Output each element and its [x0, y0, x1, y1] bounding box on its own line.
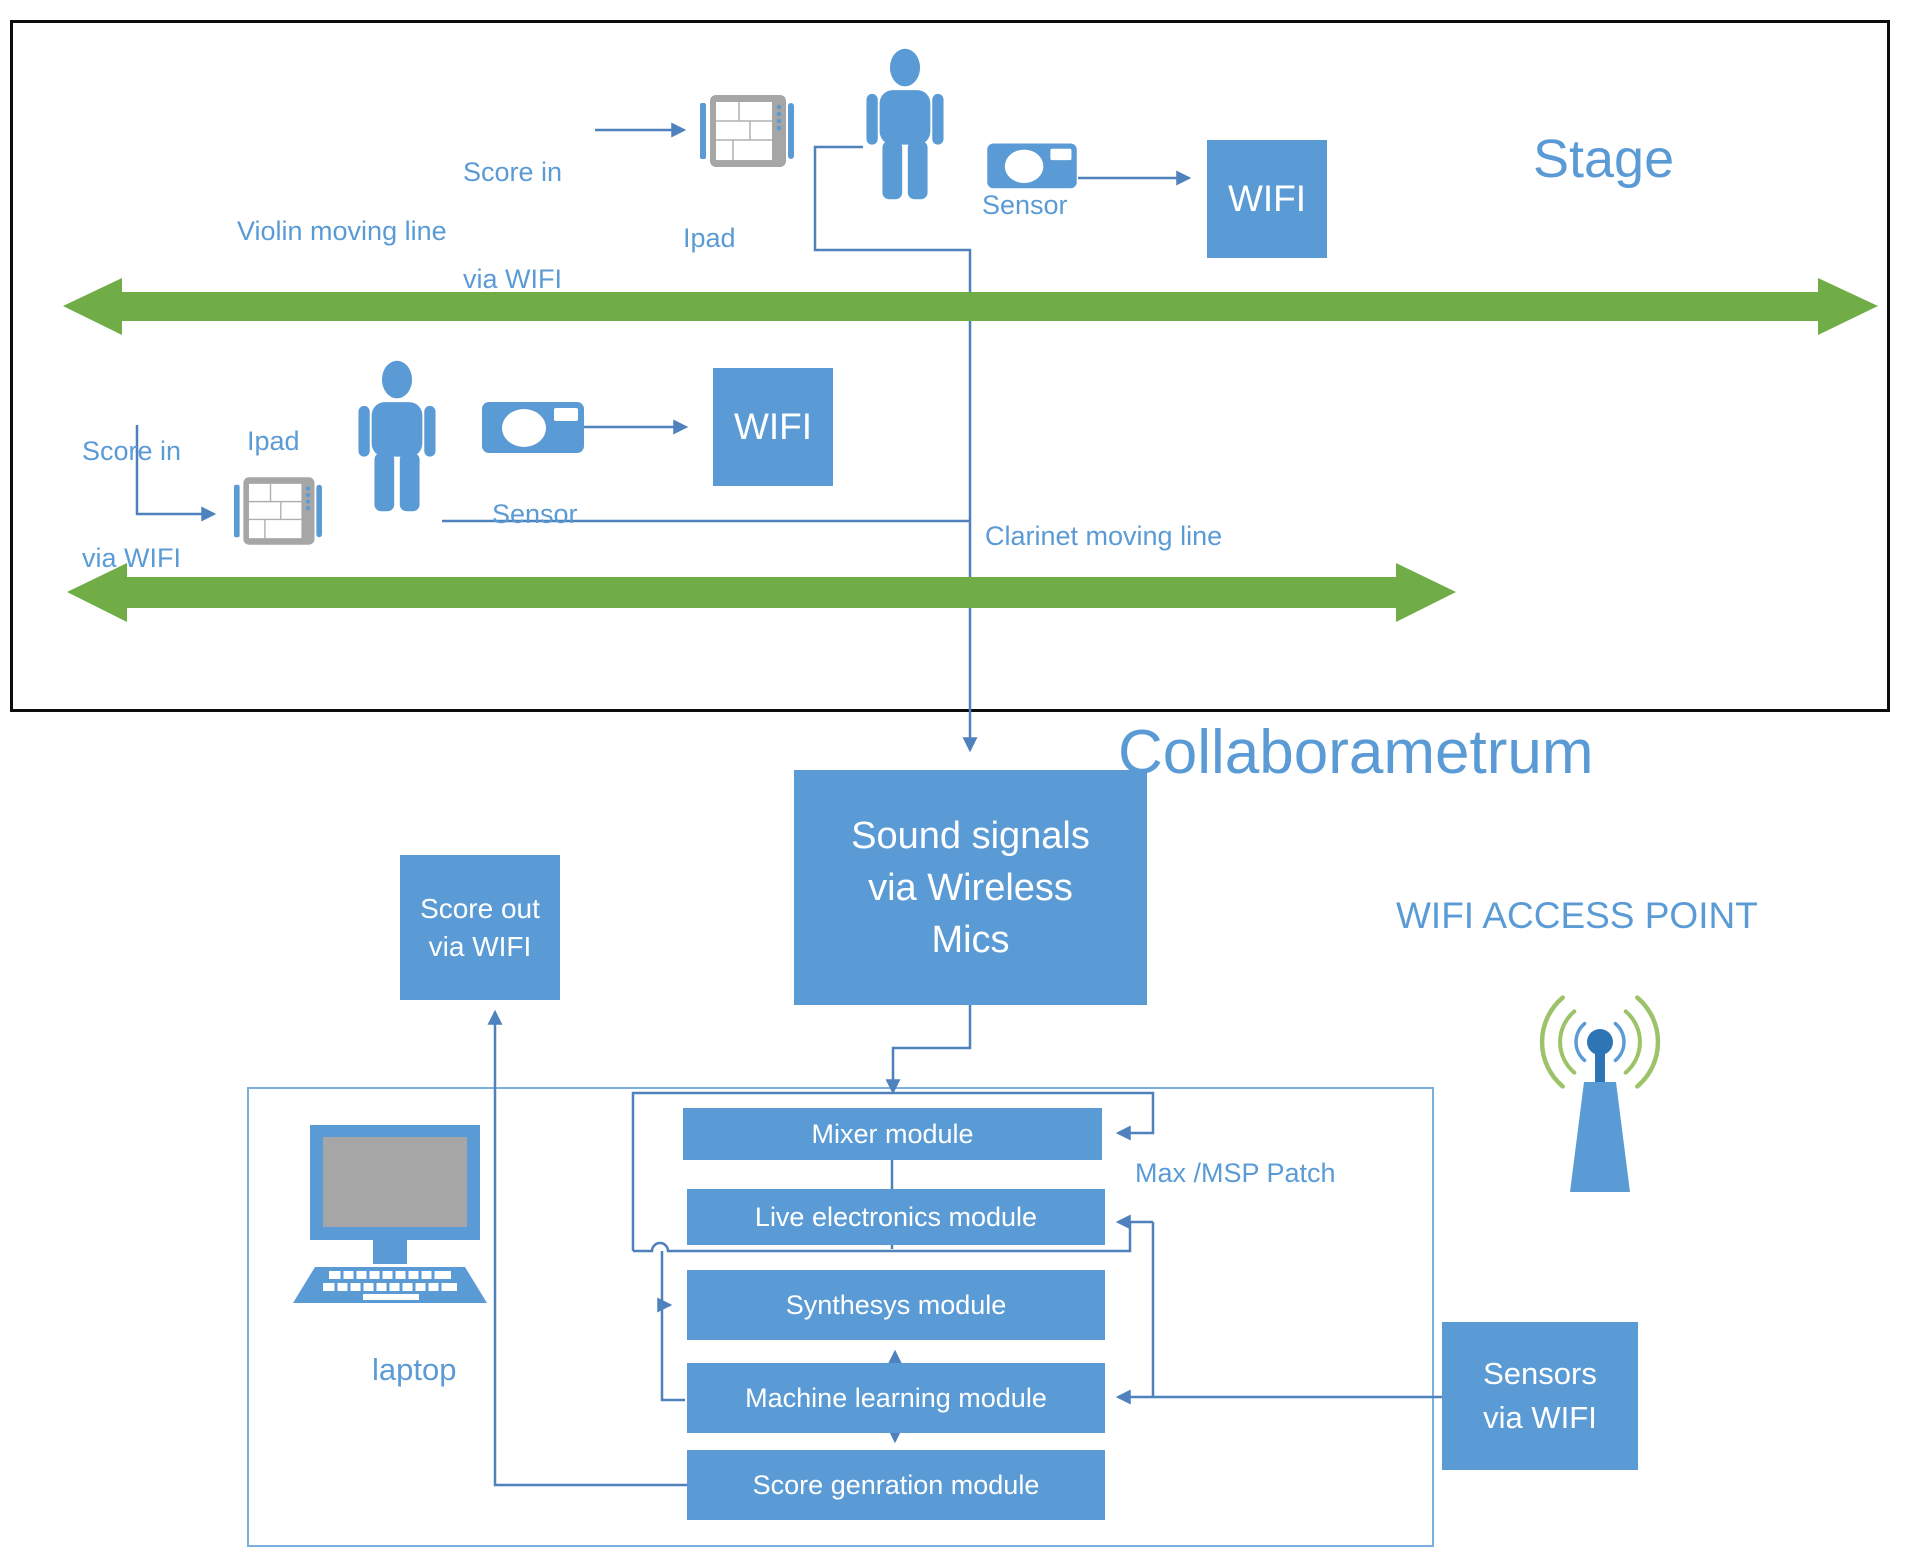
sound-signals-box: Sound signals via Wireless Mics	[794, 770, 1147, 1005]
max-msp-patch-label: Max /MSP Patch	[1135, 1158, 1336, 1188]
sensor-icon-violin	[985, 140, 1079, 190]
stage-boundary-box	[10, 20, 1890, 712]
violin-moving-arrow	[63, 278, 1878, 335]
score-out-line1: Score out	[420, 892, 540, 924]
ipad-icon-violin	[700, 95, 794, 167]
ipad-icon-clarinet	[234, 476, 322, 546]
sensors-box-line2: via WIFI	[1483, 1400, 1597, 1435]
computer-icon	[293, 1125, 487, 1303]
camera-icon	[482, 402, 584, 453]
score-in-label-clarinet-line1: Score in	[82, 436, 182, 467]
score-in-label-violin-line2: via WIFI	[463, 264, 562, 295]
mixer-module-box: Mixer module	[683, 1108, 1102, 1160]
ipad-label-clarinet: Ipad	[247, 426, 300, 456]
score-in-label-clarinet-line2: via WIFI	[82, 543, 181, 574]
wifi-access-point-label: WIFI ACCESS POINT	[1396, 895, 1758, 936]
wifi-access-point-icon	[1518, 980, 1683, 1195]
performer-to-soundsignals-line	[813, 145, 978, 753]
tablet-icon	[234, 477, 322, 545]
patch-top-loop-line	[631, 1091, 1155, 1251]
clarinet-moving-arrow	[67, 563, 1456, 622]
laptop-container-box	[247, 1087, 1434, 1547]
stage-title: Stage	[1533, 129, 1675, 189]
score-in-label-violin-line1: Score in	[463, 157, 563, 188]
sensor-icon-clarinet	[482, 398, 584, 455]
patch-bottom-loop-line	[633, 1222, 1132, 1253]
ml-left-loop-line	[660, 1251, 685, 1402]
laptop-icon	[285, 1125, 495, 1310]
machine-learning-module-box: Machine learning module	[687, 1363, 1105, 1433]
tablet-icon	[700, 95, 794, 167]
synthesys-module-box: Synthesys module	[687, 1270, 1105, 1340]
sound-signals-line1: Sound signals	[851, 814, 1090, 857]
ipad-label-violin: Ipad	[683, 223, 736, 253]
scoregen-to-scoreout-line	[487, 1009, 687, 1487]
score-in-label-violin: Score in via WIFI	[463, 84, 562, 369]
person-icon	[358, 360, 436, 512]
sound-signals-line2: via Wireless	[868, 866, 1073, 909]
sensors-via-wifi-box: Sensors via WIFI	[1442, 1322, 1638, 1470]
violin-performer-icon	[858, 40, 952, 208]
collaborametrum-title: Collaborametrum	[1118, 718, 1594, 787]
person-icon	[866, 48, 944, 200]
violin-moving-line-label: Violin moving line	[237, 216, 447, 246]
live-electronics-module-box: Live electronics module	[687, 1189, 1105, 1245]
score-out-box: Score out via WIFI	[400, 855, 560, 1000]
sound-signals-line3: Mics	[931, 918, 1010, 961]
score-generation-module-box: Score genration module	[687, 1450, 1105, 1520]
wifi-box-clarinet: WIFI	[713, 368, 833, 486]
wifi-box-violin: WIFI	[1207, 140, 1327, 258]
sensor-label-violin: Sensor	[982, 190, 1068, 220]
score-in-label-clarinet: Score in via WIFI	[82, 363, 181, 648]
camera-icon	[987, 143, 1077, 189]
soundsignals-to-mixer-line	[885, 1005, 972, 1095]
score-in-arrow-clarinet	[135, 425, 217, 522]
sensor-label-clarinet: Sensor	[492, 499, 578, 529]
clarinet-moving-line-label: Clarinet moving line	[985, 521, 1223, 551]
clarinet-performer-icon	[350, 352, 444, 520]
sensors-box-line1: Sensors	[1483, 1356, 1597, 1391]
score-out-line2: via WIFI	[428, 930, 532, 962]
antenna-icon	[1539, 995, 1661, 1192]
laptop-label: laptop	[372, 1352, 457, 1387]
